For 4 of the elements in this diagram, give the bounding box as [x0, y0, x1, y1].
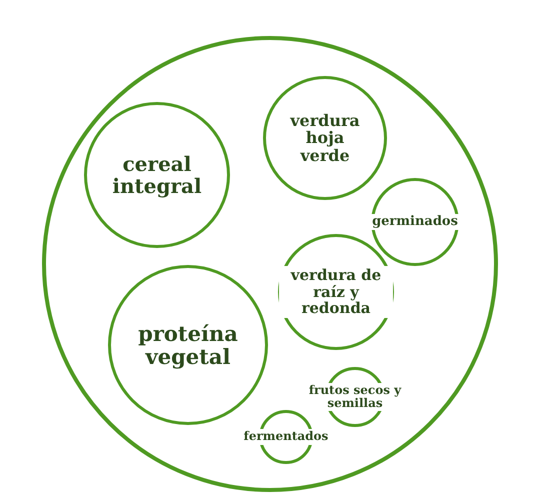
food-group-label: fermentados: [242, 429, 330, 445]
food-group-label: germinados: [370, 214, 460, 230]
outer-circle: [42, 36, 498, 492]
food-group-label: verdura de raíz y redonda: [279, 266, 393, 318]
